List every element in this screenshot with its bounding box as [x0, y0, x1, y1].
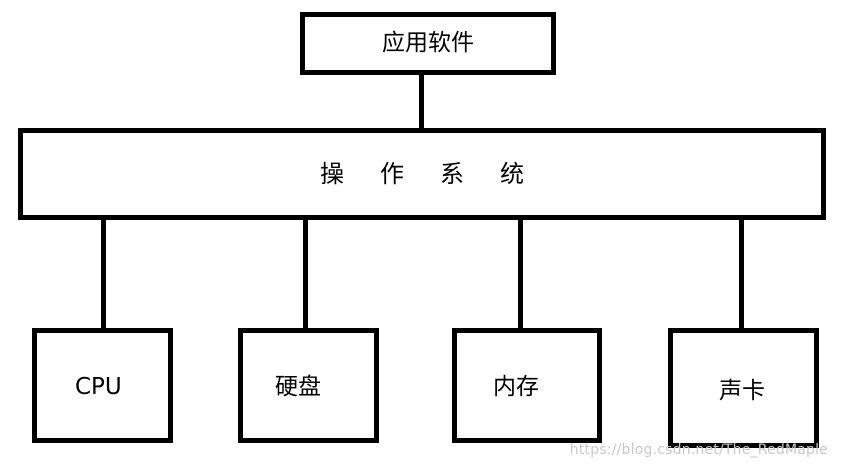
hard-disk-label: 硬盘	[275, 374, 321, 400]
watermark-text: https://blog.csdn.net/The_RedMaple	[569, 442, 828, 458]
memory-box: 内存	[452, 328, 602, 443]
operating-system-label: 操作系统	[320, 160, 560, 188]
application-software-label: 应用软件	[382, 30, 474, 56]
cpu-label: CPU	[75, 374, 122, 400]
connector-os-disk	[303, 218, 308, 331]
hard-disk-box: 硬盘	[238, 328, 379, 443]
sound-card-box: 声卡	[668, 328, 819, 448]
connector-os-memory	[518, 218, 523, 331]
memory-label: 内存	[493, 374, 539, 400]
application-software-box: 应用软件	[300, 12, 556, 75]
connector-app-os	[419, 73, 424, 131]
connector-os-soundcard	[739, 218, 744, 331]
cpu-box: CPU	[32, 328, 173, 443]
connector-os-cpu	[101, 218, 106, 331]
sound-card-label: 声卡	[719, 377, 765, 404]
operating-system-box: 操作系统	[18, 128, 826, 220]
